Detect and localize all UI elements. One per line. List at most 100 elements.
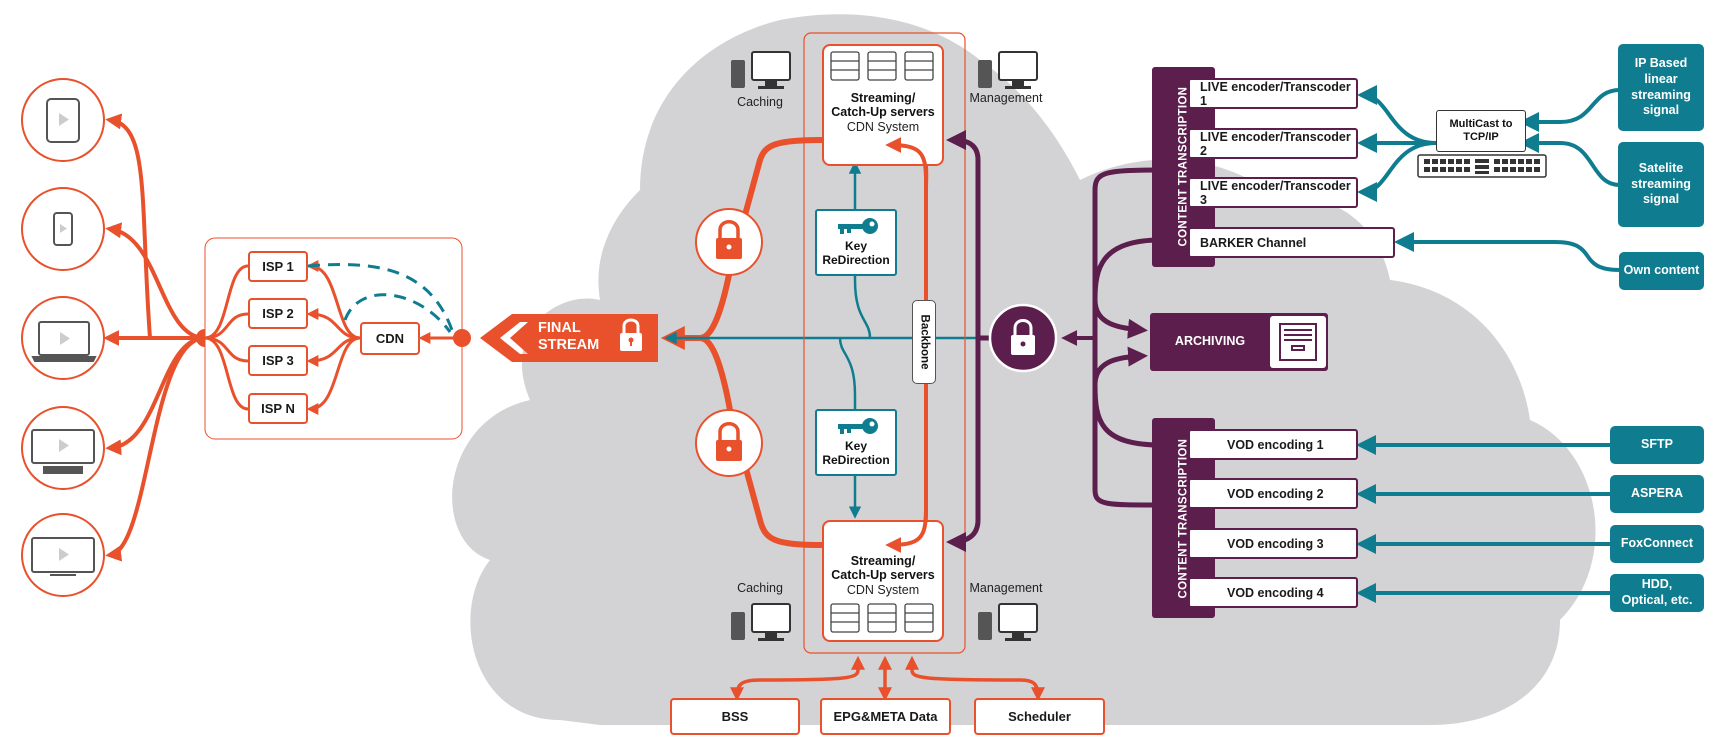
final-stream-label: FINAL STREAM xyxy=(538,320,618,355)
workstation-icon-caching-top xyxy=(731,51,791,89)
lock-circle-bottom xyxy=(695,409,763,477)
content-transcription-bar-top xyxy=(1152,67,1215,267)
live-encoder-2-label: LIVE encoder/Transcoder 2 xyxy=(1200,129,1351,158)
server-bottom-line1: Streaming/ xyxy=(850,554,916,568)
ip-line3: streaming xyxy=(1631,87,1691,102)
isp-links xyxy=(204,260,462,415)
isp-1-box: ISP 1 xyxy=(248,251,308,282)
aspera-label: ASPERA xyxy=(1630,486,1684,501)
final-stream-line2: STREAM xyxy=(538,337,600,354)
ip-line1: IP Based xyxy=(1634,56,1688,71)
cdn-box: CDN xyxy=(360,322,420,355)
final-stream-arrow xyxy=(480,314,658,362)
epg-meta-label: EPG&META Data xyxy=(833,709,938,724)
multicast-box: MultiCast to TCP/IP xyxy=(1436,110,1526,152)
key-bottom-line1: Key xyxy=(844,439,867,454)
backbone-label-box: Backbone xyxy=(912,300,936,384)
cdn-label: CDN xyxy=(375,331,405,346)
foxconnect-label: FoxConnect xyxy=(1620,536,1694,551)
archiving-label: ARCHIVING xyxy=(1174,334,1246,348)
lock-circle-top xyxy=(695,208,763,276)
server-top-line3: CDN System xyxy=(846,119,920,134)
live-encoder-1-label: LIVE encoder/Transcoder 1 xyxy=(1200,79,1351,108)
device-links xyxy=(103,113,206,562)
own-content-label: Own content xyxy=(1623,263,1700,278)
purple-encoder-links xyxy=(1092,167,1161,508)
key-top-line1: Key xyxy=(844,239,867,254)
own-content-source: Own content xyxy=(1619,252,1704,290)
vod-encoder-1-label: VOD encoding 1 xyxy=(1227,437,1324,452)
server-bottom-line2: Catch-Up servers xyxy=(831,568,935,583)
content-transcription-bar-bottom xyxy=(1152,418,1215,618)
teal-source-links xyxy=(1356,85,1621,603)
isp-n-label: ISP N xyxy=(261,401,295,416)
management-label-bottom: Management xyxy=(969,581,1043,595)
caching-label-top: Caching xyxy=(737,95,783,109)
server-top-line1: Streaming/ xyxy=(850,90,916,105)
live-encoder-3-label: LIVE encoder/Transcoder 3 xyxy=(1200,178,1351,207)
vod-encoder-4: VOD encoding 4 xyxy=(1188,577,1358,608)
final-stream-node xyxy=(453,329,471,347)
isp-3-box: ISP 3 xyxy=(248,345,308,376)
isp-n-box: ISP N xyxy=(248,393,308,424)
workstation-icon-management-top xyxy=(978,51,1038,89)
vod-encoder-1: VOD encoding 1 xyxy=(1188,429,1358,460)
key-redirection-top: Key ReDirection xyxy=(815,209,897,276)
streaming-server-bottom: Streaming/ Catch-Up servers CDN System xyxy=(822,520,944,642)
server-bottom-line3: CDN System xyxy=(846,582,920,597)
live-encoder-1: LIVE encoder/Transcoder 1 xyxy=(1188,78,1358,109)
backbone-label: Backbone xyxy=(918,314,930,370)
vod-encoder-2-label: VOD encoding 2 xyxy=(1227,486,1324,501)
bottom-links xyxy=(730,655,1045,702)
isp-dashed-links xyxy=(307,263,454,333)
sftp-label: SFTP xyxy=(1641,437,1673,452)
tv-icon xyxy=(31,429,95,474)
foxconnect-source: FoxConnect xyxy=(1610,525,1704,563)
streaming-server-top: Streaming/ Catch-Up servers CDN System xyxy=(822,44,944,166)
isp-2-label: ISP 2 xyxy=(262,306,294,321)
smartphone-icon xyxy=(53,212,73,246)
ip-based-source: IP Based linear streaming signal xyxy=(1618,44,1704,131)
purple-lock-circle xyxy=(988,303,1058,373)
bss-box: BSS xyxy=(670,698,800,735)
bss-label: BSS xyxy=(721,709,749,724)
scheduler-box: Scheduler xyxy=(974,698,1105,735)
multicast-line1: MultiCast to xyxy=(1449,118,1513,131)
vod-encoder-3-label: VOD encoding 3 xyxy=(1227,536,1324,551)
hdd-line1: HDD, xyxy=(1641,577,1673,592)
satellite-line2: streaming xyxy=(1631,176,1691,191)
key-icon xyxy=(838,418,878,434)
isp-3-label: ISP 3 xyxy=(262,353,294,368)
workstation-icon-management-bottom xyxy=(978,603,1038,641)
server-top-line2: Catch-Up servers xyxy=(831,105,935,120)
vod-encoder-2: VOD encoding 2 xyxy=(1188,478,1358,509)
multicast-line2: TCP/IP xyxy=(1463,131,1499,143)
hdd-source: HDD, Optical, etc. xyxy=(1610,574,1704,612)
ip-line2: linear xyxy=(1644,71,1678,86)
management-label-top: Management xyxy=(969,91,1043,105)
barker-channel-label: BARKER Channel xyxy=(1200,235,1307,250)
aspera-source: ASPERA xyxy=(1610,475,1704,513)
satellite-source: Satelite streaming signal xyxy=(1618,142,1704,227)
monitor-icon xyxy=(31,537,95,576)
archive-cabinet-icon xyxy=(1279,323,1317,361)
barker-channel: BARKER Channel xyxy=(1188,227,1395,258)
purple-server-links xyxy=(946,130,990,552)
key-top-line2: ReDirection xyxy=(822,253,890,268)
sftp-source: SFTP xyxy=(1610,426,1704,464)
isp-1-label: ISP 1 xyxy=(262,259,294,274)
hdd-line2: Optical, etc. xyxy=(1621,593,1693,607)
live-encoder-3: LIVE encoder/Transcoder 3 xyxy=(1188,177,1358,208)
key-redirection-bottom: Key ReDirection xyxy=(815,409,897,476)
ip-line4: signal xyxy=(1642,103,1680,118)
live-encoder-2: LIVE encoder/Transcoder 2 xyxy=(1188,128,1358,159)
caching-label-bottom: Caching xyxy=(737,581,783,595)
backbone-frame xyxy=(803,32,966,654)
satellite-line1: Satelite xyxy=(1638,161,1684,176)
isp-2-box: ISP 2 xyxy=(248,298,308,329)
workstation-icon-caching-bottom xyxy=(731,603,791,641)
key-icon xyxy=(838,218,878,234)
epg-meta-box: EPG&META Data xyxy=(820,698,951,735)
laptop-icon xyxy=(31,321,97,362)
